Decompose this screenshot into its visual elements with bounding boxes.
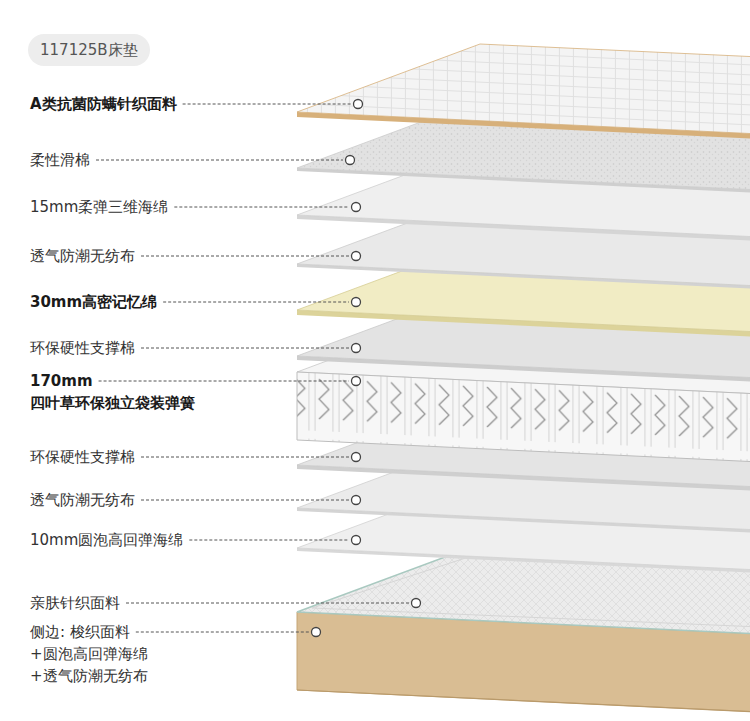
title-badge: 117125B床垫 bbox=[28, 34, 150, 66]
leader-dot bbox=[346, 156, 355, 165]
leader-line bbox=[189, 540, 349, 541]
spring-block bbox=[297, 372, 750, 462]
leader-dot bbox=[412, 599, 421, 608]
leader-line bbox=[141, 500, 349, 501]
leader-dot bbox=[352, 496, 361, 505]
layer-label: 10mm圆泡高回弹海绵 bbox=[30, 529, 183, 551]
leader-line bbox=[174, 207, 349, 208]
layer-plate bbox=[297, 44, 750, 134]
layer-label: 环保硬性支撑棉 bbox=[30, 446, 135, 468]
layer-label: A类抗菌防螨针织面料 bbox=[30, 93, 177, 115]
layer-label: 15mm柔弹三维海绵 bbox=[30, 196, 168, 218]
leader-line bbox=[141, 256, 349, 257]
layer-label: 环保硬性支撑棉 bbox=[30, 337, 135, 359]
layer-label: 侧边: 梭织面料+圆泡高回弹海绵 +透气防潮无纺布 bbox=[30, 621, 220, 687]
layer-label: 170mm 四叶草环保独立袋装弹簧 bbox=[30, 370, 235, 414]
leader-line bbox=[126, 603, 409, 604]
leader-line bbox=[136, 632, 309, 633]
leader-line bbox=[141, 457, 349, 458]
leader-dot bbox=[352, 252, 361, 261]
leader-dot bbox=[352, 453, 361, 462]
leader-dot bbox=[312, 628, 321, 637]
layer-label: 30mm高密记忆绵 bbox=[30, 291, 157, 313]
leader-line bbox=[99, 381, 349, 382]
leader-dot bbox=[354, 100, 363, 109]
layer-label: 透气防潮无纺布 bbox=[30, 489, 135, 511]
box-edge bbox=[297, 690, 750, 712]
leader-line bbox=[96, 160, 343, 161]
layer-label: 亲肤针织面料 bbox=[30, 592, 120, 614]
leader-dot bbox=[352, 377, 361, 386]
leader-line bbox=[141, 348, 349, 349]
leader-dot bbox=[352, 298, 361, 307]
leader-dot bbox=[352, 203, 361, 212]
leader-dot bbox=[352, 536, 361, 545]
leader-line bbox=[163, 302, 349, 303]
leader-line bbox=[183, 104, 351, 105]
layer-label: 柔性滑棉 bbox=[30, 149, 90, 171]
layer-label: 透气防潮无纺布 bbox=[30, 245, 135, 267]
leader-dot bbox=[352, 344, 361, 353]
